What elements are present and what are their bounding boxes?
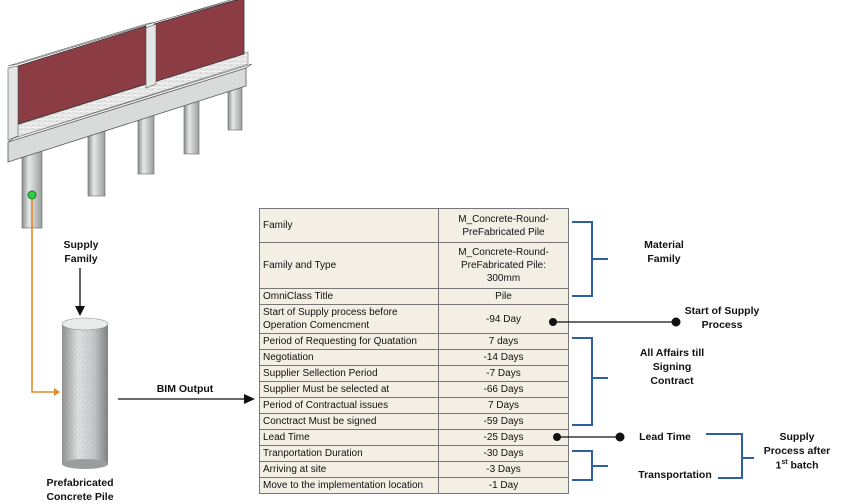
row-key: Family: [259, 208, 439, 243]
table-row: Family M_Concrete-Round- PreFabricated P…: [259, 208, 569, 243]
concrete-pile: [61, 317, 109, 469]
table-row: Tranportation Duration -30 Days: [259, 445, 569, 462]
bim-output-label: BIM Output: [156, 383, 214, 395]
table-row: Supplier Must be selected at -66 Days: [259, 381, 569, 398]
material-family-label: Material Family: [644, 239, 684, 266]
supply-after-batch-bracket: [706, 433, 754, 479]
all-affairs-bracket: [572, 337, 608, 426]
start-of-supply-label: Start of Supply Process: [684, 305, 760, 332]
down-arrow: [75, 268, 85, 316]
bridge-wall-model: [7, 0, 253, 229]
supply-family-label: Supply Family: [63, 239, 99, 266]
table-row: Move to the implementation location -1 D…: [259, 477, 569, 494]
material-family-bracket: [572, 221, 608, 297]
row-value: -1 Day: [438, 477, 569, 494]
supply-after-batch-label: Supply Process after 1st batch: [763, 431, 831, 472]
prefabricated-pile-label: Prefabricated Concrete Pile: [46, 477, 114, 504]
orange-connector: [31, 199, 60, 396]
all-affairs-label: All Affairs till Signing Contract: [639, 347, 705, 388]
start-of-supply-connector: [549, 317, 681, 327]
row-value: M_Concrete-Round- PreFabricated Pile: 30…: [438, 242, 569, 289]
transportation-bracket: [572, 450, 608, 481]
bim-output-arrow: [118, 394, 255, 404]
lead-time-connector: [553, 432, 625, 442]
row-value: M_Concrete-Round- PreFabricated Pile: [438, 208, 569, 243]
row-key: Move to the implementation location: [259, 477, 439, 494]
table-row: Start of Supply process before Operation…: [259, 304, 569, 334]
properties-table: Family M_Concrete-Round- PreFabricated P…: [259, 208, 569, 494]
lead-time-label: Lead Time: [639, 431, 691, 443]
table-row: Period of Contractual issues 7 Days: [259, 397, 569, 414]
columns: [21, 79, 243, 229]
row-key: Start of Supply process before Operation…: [259, 304, 439, 334]
transportation-label: Transportation: [638, 469, 712, 481]
